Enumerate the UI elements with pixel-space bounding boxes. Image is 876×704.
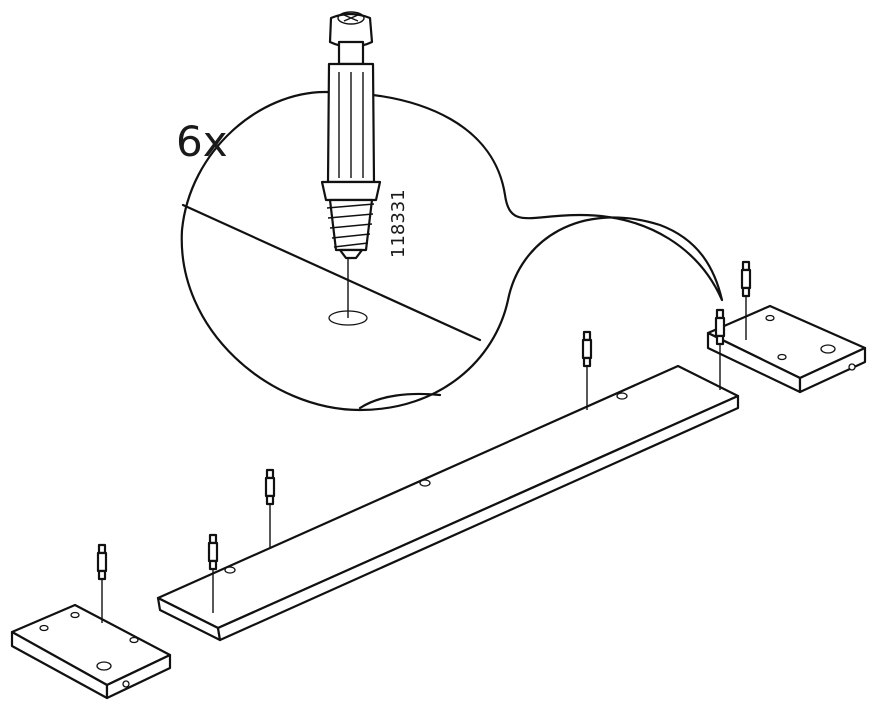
small-dowels bbox=[96, 260, 752, 623]
quantity-label: 6x bbox=[176, 117, 228, 166]
detail-magnifier bbox=[180, 90, 724, 412]
dowel-panel-4 bbox=[714, 308, 726, 390]
cam-dowel-large bbox=[320, 11, 382, 260]
dowel-panel-3 bbox=[581, 330, 593, 410]
dowel-left-block bbox=[96, 543, 108, 623]
detail-corner-curl bbox=[358, 392, 442, 410]
detail-panel-edge bbox=[181, 203, 482, 342]
dowel-panel-1 bbox=[207, 533, 219, 613]
right-end-block bbox=[706, 304, 867, 394]
dowel-panel-2 bbox=[264, 468, 276, 548]
left-end-block bbox=[10, 603, 172, 700]
part-number: 118331 bbox=[388, 189, 409, 258]
long-panel bbox=[156, 364, 740, 642]
dowel-right-block bbox=[740, 260, 752, 340]
